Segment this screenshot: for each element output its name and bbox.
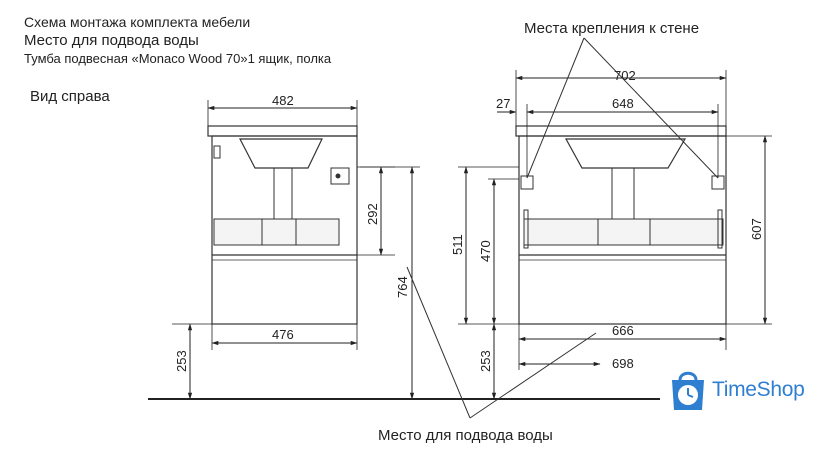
dim-side-top: 482	[272, 93, 294, 108]
water-place-label: Место для подвода воды	[378, 427, 553, 444]
header-line-1: Схема монтажа комплекта мебели	[24, 14, 251, 30]
header-line-2: Место для подвода воды	[24, 32, 199, 49]
logo-text: TimeShop	[712, 378, 805, 401]
dim-side-bottom: 476	[272, 327, 294, 342]
dim-front-607: 607	[749, 218, 764, 240]
dim-front-floor: 253	[478, 350, 493, 372]
mount-points-label: Места крепления к стене	[524, 20, 700, 37]
front-view-cabinet	[515, 125, 727, 325]
dim-side-floor: 253	[174, 350, 189, 372]
dim-front-470: 470	[478, 240, 493, 262]
dim-front-511: 511	[450, 234, 465, 255]
side-view-label: Вид справа	[30, 88, 110, 105]
dim-front-overall: 702	[614, 68, 636, 83]
shopping-bag-clock-icon	[672, 371, 704, 410]
dim-side-pipe: 292	[365, 203, 380, 225]
side-view-cabinet	[207, 125, 358, 325]
dim-front-bottom: 666	[612, 323, 634, 338]
header-line-3: Тумба подвесная «Monaco Wood 70»1 ящик, …	[24, 51, 332, 66]
dim-front-floor-width: 698	[612, 356, 634, 371]
timeshop-logo	[672, 371, 704, 410]
dim-side-height: 764	[395, 276, 410, 298]
dim-front-inner: 648	[612, 96, 634, 111]
dim-front-offset: 27	[496, 96, 510, 111]
